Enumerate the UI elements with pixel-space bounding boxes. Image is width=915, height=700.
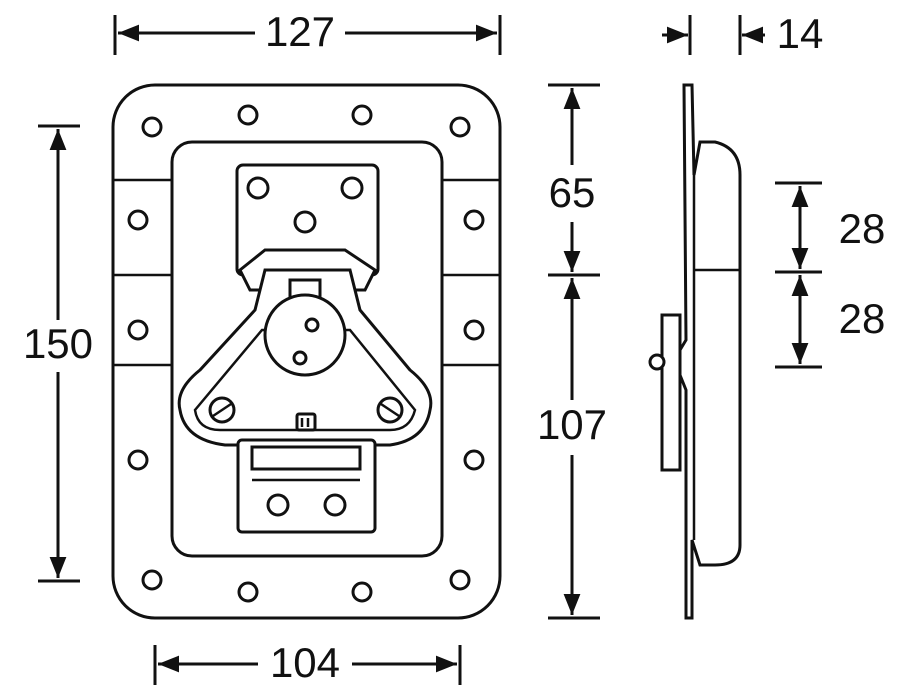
dimension-28-upper: 28	[775, 181, 886, 274]
dimension-label: 14	[777, 10, 824, 57]
mounting-holes	[127, 104, 485, 603]
latch-side-view	[648, 83, 742, 620]
brand-logo	[295, 412, 317, 432]
dimension-label: 28	[839, 295, 886, 342]
dimension-label: 150	[23, 320, 93, 367]
dimension-label: 28	[839, 205, 886, 252]
dimension-label: 104	[270, 639, 340, 686]
latch-body	[177, 268, 433, 447]
dimension-107: 107	[537, 278, 607, 620]
dimension-104: 104	[153, 639, 462, 686]
dimension-14: 14	[662, 10, 823, 57]
screw-left	[208, 396, 236, 424]
dimension-label: 65	[549, 169, 596, 216]
dimension-127: 127	[113, 8, 502, 55]
latch-front-view	[111, 83, 502, 620]
screw-right	[376, 396, 404, 424]
dimension-label: 127	[265, 8, 335, 55]
dimension-150: 150	[23, 124, 93, 583]
dimension-label: 107	[537, 401, 607, 448]
catch-plate	[236, 438, 377, 534]
dimension-65: 65	[548, 83, 600, 277]
dimension-28-lower: 28	[775, 275, 886, 369]
